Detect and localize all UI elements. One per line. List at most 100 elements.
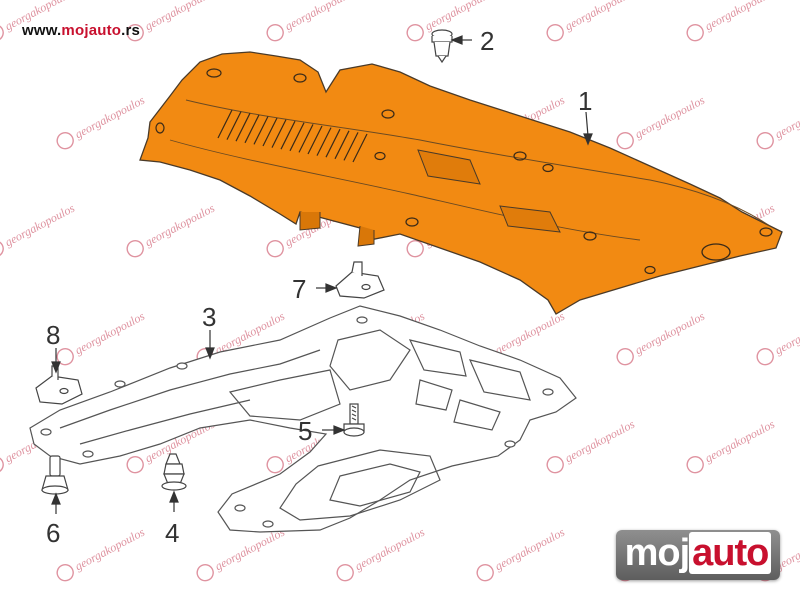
leader-arrows [51, 35, 593, 514]
vent-slat [307, 125, 323, 155]
watermark-logo-icon [476, 564, 494, 582]
watermark-text: georgakopoulos [632, 93, 707, 142]
watermark-text: georgakopoulos [352, 525, 427, 574]
watermark-logo-icon [686, 456, 704, 474]
part-2-push-clip[interactable] [431, 29, 453, 64]
watermark-stamp: georgakopoulos [56, 93, 147, 150]
callout-labels: 1 2 3 4 5 6 7 8 [46, 26, 592, 548]
part-1-engine-undercover[interactable] [139, 51, 783, 315]
watermark-text: georgakopoulos [772, 93, 800, 142]
watermark-logo-icon [266, 24, 284, 42]
site-url-suffix: .rs [121, 22, 141, 39]
vent-slat [226, 111, 242, 140]
watermark-text: georgakopoulos [562, 0, 637, 33]
site-url-prefix: www. [22, 22, 62, 39]
watermark-stamp: georgakopoulos [56, 525, 147, 582]
watermark-text: georgakopoulos [142, 201, 217, 250]
watermark-logo-icon [686, 24, 704, 42]
watermark-logo-icon [616, 132, 634, 150]
vent-slat [217, 109, 233, 139]
watermark-stamp: georgakopoulos [126, 201, 217, 258]
watermark-logo-icon [0, 456, 4, 474]
watermark-logo-icon [56, 132, 74, 150]
watermark-text: georgakopoulos [702, 417, 777, 466]
vent-slat [244, 114, 260, 144]
mojauto-logo: mojauto [616, 530, 780, 580]
watermark-text: georgakopoulos [632, 309, 707, 358]
part-6-clip[interactable] [41, 455, 69, 495]
watermark-stamp: georgakopoulos [56, 309, 147, 366]
watermark-stamp: georgakopoulos [476, 525, 567, 582]
watermark-text: georgakopoulos [142, 0, 217, 33]
watermark-stamp: georgakopoulos [756, 309, 800, 366]
callout-8: 8 [46, 320, 60, 350]
watermark-stamp: georgakopoulos [336, 525, 427, 582]
site-url[interactable]: www.mojauto.rs [22, 22, 140, 39]
watermark-logo-icon [0, 24, 4, 42]
watermark-logo-icon [56, 348, 74, 366]
watermark-stamp: georgakopoulos [686, 0, 777, 42]
vent-slat [298, 124, 314, 153]
watermark-logo-icon [266, 456, 284, 474]
vent-slat [334, 130, 350, 160]
part-7-bracket[interactable] [335, 261, 385, 299]
watermark-text: georgakopoulos [282, 0, 357, 33]
vent-slat [325, 128, 341, 158]
watermark-text: georgakopoulos [72, 525, 147, 574]
callout-6: 6 [46, 518, 60, 548]
watermark-text: georgakopoulos [72, 309, 147, 358]
site-url-brand: mojauto [61, 22, 122, 39]
watermark-text: georgakopoulos [772, 309, 800, 358]
watermark-logo-icon [336, 564, 354, 582]
watermark-stamp: georgakopoulos [756, 93, 800, 150]
watermark-logo-icon [616, 348, 634, 366]
callout-7: 7 [292, 274, 306, 304]
watermark-logo-icon [126, 240, 144, 258]
watermark-logo-icon [266, 240, 284, 258]
vent-slat [352, 133, 368, 163]
vent-slat [235, 112, 251, 142]
vent-slat [271, 119, 287, 148]
callout-3: 3 [202, 302, 216, 332]
vent-slats [217, 109, 368, 163]
part-8-bracket[interactable] [35, 365, 83, 405]
part-4-clip[interactable] [161, 453, 187, 491]
watermark-logo-icon [546, 456, 564, 474]
watermark-stamp: georgakopoulos [196, 525, 287, 582]
watermark-text: georgakopoulos [492, 309, 567, 358]
watermark-logo-icon [756, 348, 774, 366]
part-5-bolt[interactable] [343, 403, 365, 437]
vent-slat [253, 116, 269, 145]
watermark-stamp: georgakopoulos [546, 0, 637, 42]
watermark-logo-icon [756, 132, 774, 150]
vent-slat [316, 127, 332, 156]
watermark-logo-icon [406, 24, 424, 42]
watermark-logo-icon [406, 240, 424, 258]
vent-slat [280, 120, 296, 150]
watermark-logo-icon [126, 456, 144, 474]
watermark-text: georgakopoulos [72, 93, 147, 142]
watermark-text: georgakopoulos [492, 525, 567, 574]
watermark-stamp: georgakopoulos [616, 93, 707, 150]
watermark-text: georgakopoulos [702, 0, 777, 33]
callout-2: 2 [480, 26, 494, 56]
vent-slat [289, 122, 305, 152]
watermark-stamp: georgakopoulos [0, 201, 77, 258]
callout-4: 4 [165, 518, 179, 548]
watermark-logo-icon [546, 24, 564, 42]
watermark-text: georgakopoulos [2, 201, 77, 250]
vent-slat [262, 117, 278, 147]
watermark-stamp: georgakopoulos [686, 417, 777, 474]
callout-5: 5 [298, 416, 312, 446]
watermark-logo-icon [196, 564, 214, 582]
part-3-underbody-panel[interactable] [29, 305, 577, 533]
watermark-stamp: georgakopoulos [266, 0, 357, 42]
logo-text: mojauto [616, 532, 780, 575]
watermark-stamp: georgakopoulos [616, 309, 707, 366]
watermark-text: georgakopoulos [562, 417, 637, 466]
watermark-logo-icon [56, 564, 74, 582]
logo-text-part1: moj [624, 532, 691, 574]
vent-slat [343, 132, 359, 161]
watermark-logo-icon [0, 240, 4, 258]
